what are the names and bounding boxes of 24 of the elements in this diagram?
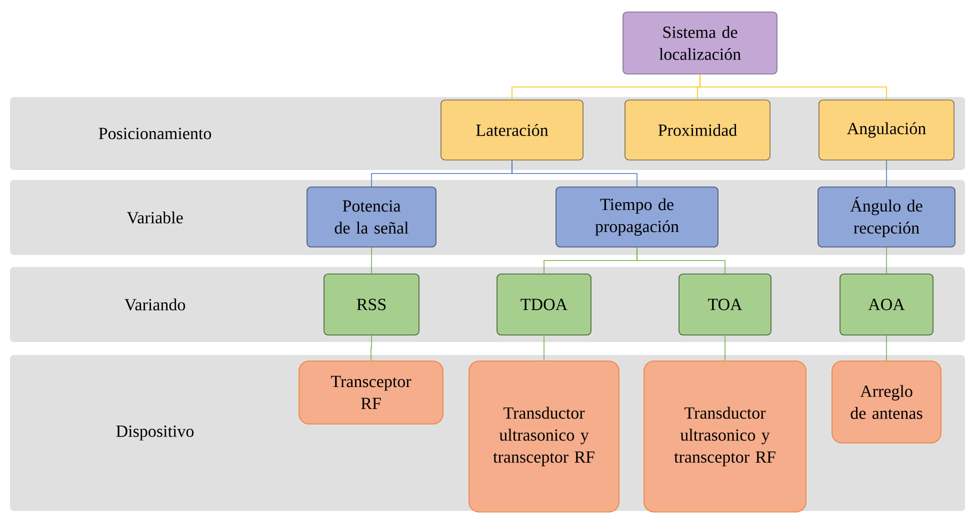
process-box: TOA bbox=[678, 274, 772, 336]
process-box: Potencia de la señal bbox=[306, 186, 436, 248]
connector-line bbox=[370, 334, 372, 361]
process-box: Ángulo de recepción bbox=[818, 186, 956, 248]
connector-line bbox=[886, 160, 887, 187]
process-box: TDOA bbox=[496, 274, 592, 336]
process-box: AOA bbox=[840, 274, 934, 336]
process-box: Transceptor RF bbox=[298, 360, 444, 424]
connector-line bbox=[724, 334, 726, 361]
connector-line bbox=[512, 160, 638, 187]
process-box: RSS bbox=[324, 274, 420, 336]
connector-line bbox=[700, 74, 887, 100]
process-box: Angulación bbox=[818, 100, 954, 160]
process-box: Proximidad bbox=[624, 100, 770, 160]
process-box: Tiempo de propagación bbox=[556, 186, 718, 248]
process-box: Sistema de localización bbox=[622, 12, 778, 74]
process-box: Transductor ultrasonico y transceptor RF bbox=[468, 360, 620, 512]
connector-line bbox=[636, 246, 726, 274]
connector-line bbox=[886, 246, 887, 274]
connector-line bbox=[371, 246, 372, 274]
process-box: Lateración bbox=[440, 100, 584, 160]
connector-line bbox=[886, 334, 887, 361]
process-box: Transductor ultrasonico y transceptor RF bbox=[644, 360, 806, 512]
process-box: Arreglo de antenas bbox=[832, 360, 942, 444]
